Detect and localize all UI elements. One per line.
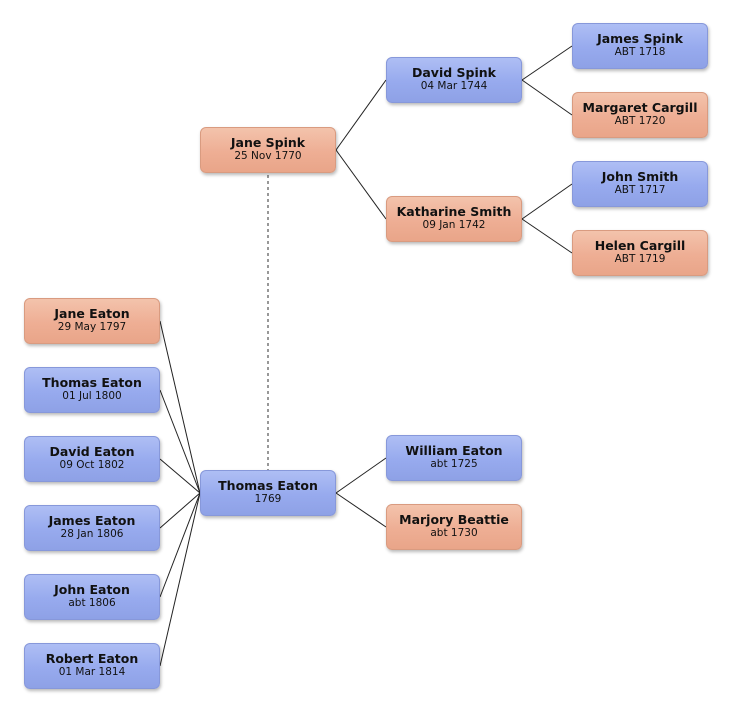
person-name: Thomas Eaton <box>218 478 318 493</box>
person-name: John Eaton <box>54 582 130 597</box>
person-date: abt 1730 <box>430 527 478 539</box>
person-name: Jane Eaton <box>54 306 130 321</box>
parent-link-helen-cargill <box>521 218 573 254</box>
person-name: James Spink <box>597 31 683 46</box>
person-name: Marjory Beattie <box>399 512 509 527</box>
person-date: 1769 <box>254 493 282 505</box>
parent-link-john-smith <box>521 183 573 220</box>
person-date: 01 Jul 1800 <box>62 390 122 402</box>
person-card-david-spink[interactable]: David Spink 04 Mar 1744 <box>386 57 522 103</box>
child-link-robert <box>159 492 201 667</box>
person-card-william-eaton[interactable]: William Eaton abt 1725 <box>386 435 522 481</box>
person-card-jane-spink[interactable]: Jane Spink 25 Nov 1770 <box>200 127 336 173</box>
person-name: David Spink <box>412 65 496 80</box>
person-card-child-jane-eaton[interactable]: Jane Eaton 29 May 1797 <box>24 298 160 344</box>
parent-link-david-spink <box>335 79 387 151</box>
person-card-child-david-eaton[interactable]: David Eaton 09 Oct 1802 <box>24 436 160 482</box>
person-card-katharine-smith[interactable]: Katharine Smith 09 Jan 1742 <box>386 196 522 242</box>
person-date: 09 Oct 1802 <box>59 459 125 471</box>
person-card-helen-cargill[interactable]: Helen Cargill ABT 1719 <box>572 230 708 276</box>
person-date: ABT 1719 <box>614 253 666 265</box>
parent-link-william-eaton <box>335 457 387 494</box>
person-date: 25 Nov 1770 <box>234 150 302 162</box>
person-card-james-spink[interactable]: James Spink ABT 1718 <box>572 23 708 69</box>
person-card-child-james-eaton[interactable]: James Eaton 28 Jan 1806 <box>24 505 160 551</box>
person-name: Helen Cargill <box>594 238 686 253</box>
person-name: Jane Spink <box>230 135 306 150</box>
child-link-david <box>159 458 201 494</box>
child-link-john <box>159 492 201 598</box>
person-name: David Eaton <box>49 444 135 459</box>
child-link-james <box>159 492 201 529</box>
person-date: 28 Jan 1806 <box>60 528 124 540</box>
person-name: Robert Eaton <box>45 651 139 666</box>
person-date: ABT 1718 <box>614 46 666 58</box>
person-date: ABT 1717 <box>614 184 666 196</box>
person-card-child-john-eaton[interactable]: John Eaton abt 1806 <box>24 574 160 620</box>
person-card-child-robert-eaton[interactable]: Robert Eaton 01 Mar 1814 <box>24 643 160 689</box>
person-date: 04 Mar 1744 <box>420 80 488 92</box>
person-card-john-smith[interactable]: John Smith ABT 1717 <box>572 161 708 207</box>
parent-link-katharine-smith <box>335 149 387 220</box>
person-date: abt 1725 <box>430 458 478 470</box>
person-date: 29 May 1797 <box>57 321 127 333</box>
person-date: 09 Jan 1742 <box>422 219 486 231</box>
person-name: Margaret Cargill <box>582 100 698 115</box>
person-name: William Eaton <box>405 443 503 458</box>
person-card-marjory-beattie[interactable]: Marjory Beattie abt 1730 <box>386 504 522 550</box>
person-card-thomas-eaton[interactable]: Thomas Eaton 1769 <box>200 470 336 516</box>
person-card-child-thomas-eaton[interactable]: Thomas Eaton 01 Jul 1800 <box>24 367 160 413</box>
person-date: 01 Mar 1814 <box>58 666 126 678</box>
parent-link-margaret-cargill <box>521 79 573 116</box>
person-name: John Smith <box>601 169 679 184</box>
person-name: Thomas Eaton <box>42 375 142 390</box>
person-date: ABT 1720 <box>614 115 666 127</box>
parent-link-marjory-beattie <box>335 492 387 528</box>
person-name: James Eaton <box>48 513 136 528</box>
child-link-thomas <box>159 389 201 494</box>
person-card-margaret-cargill[interactable]: Margaret Cargill ABT 1720 <box>572 92 708 138</box>
child-link-jane <box>159 320 201 494</box>
parent-link-james-spink <box>521 45 573 81</box>
person-date: abt 1806 <box>68 597 116 609</box>
person-name: Katharine Smith <box>396 204 512 219</box>
